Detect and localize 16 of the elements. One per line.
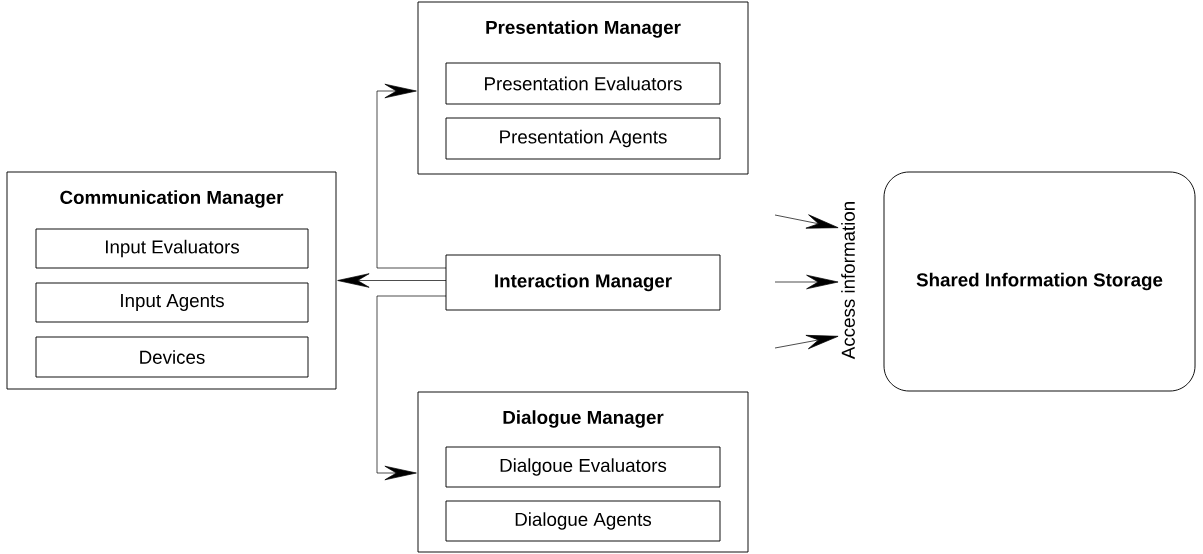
arrow	[774, 274, 839, 290]
arrow	[774, 214, 839, 229]
component-box: Input Evaluators	[35, 228, 309, 269]
arrow	[774, 335, 839, 350]
component-box: Dialogue Agents	[445, 500, 721, 542]
component-box: Dialgoue Evaluators	[445, 446, 721, 488]
arrow	[337, 273, 447, 288]
component-box: Presentation Agents	[445, 117, 721, 160]
component-box: Devices	[35, 336, 309, 378]
storage-box: Shared Information Storage	[883, 171, 1196, 392]
component-box: Input Agents	[35, 282, 309, 323]
component-box: Presentation Evaluators	[445, 62, 721, 105]
rotated-label: Access information	[841, 202, 855, 360]
arrow	[376, 83, 447, 269]
arrow	[376, 295, 447, 481]
manager-box: Interaction Manager	[445, 254, 721, 311]
